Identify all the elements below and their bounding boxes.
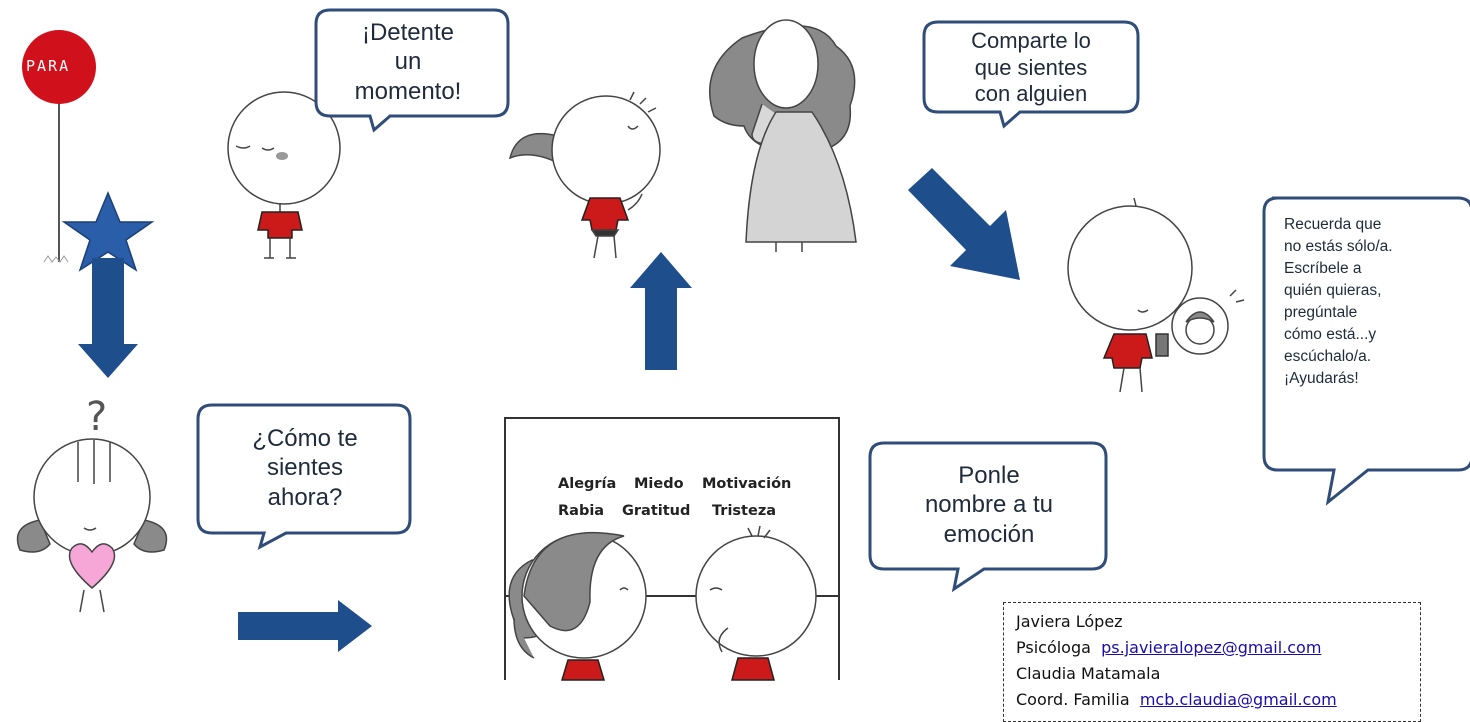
boy-character-phone <box>1067 197 1245 393</box>
boy-character-stop <box>227 91 341 259</box>
bubble-remember-text: Recuerda que no estás sólo/a. Escríbele … <box>1284 216 1393 387</box>
contact-name-1: Javiera López <box>1016 612 1123 631</box>
stop-sign-label: PARA <box>26 57 71 75</box>
contact-line-1: Psicóloga ps.javieralopez@gmail.com <box>1016 635 1408 661</box>
bubble-how: ¿Cómo te sientes ahora? <box>202 408 408 528</box>
contact-name-2: Claudia Matamala <box>1016 664 1161 683</box>
contact-line-2: Coord. Familia mcb.claudia@gmail.com <box>1016 687 1408 713</box>
star-icon <box>61 191 155 272</box>
right-arrow-icon <box>238 600 372 652</box>
illustration <box>16 8 1470 681</box>
bubble-name-text: Ponle nombre a tu emoción <box>924 462 1054 548</box>
bubble-shapes <box>196 8 1470 593</box>
bubble-stop-text: ¡Detente un momento! <box>354 19 462 105</box>
woman-character-share <box>709 19 857 252</box>
girl-character-board <box>508 531 647 681</box>
emotion-word: Rabia <box>558 503 605 519</box>
emotion-word: Gratitud <box>622 503 691 519</box>
bubble-remember: Recuerda que no estás sólo/a. Escríbele … <box>1284 214 1464 434</box>
question-mark: ? <box>86 394 108 440</box>
bubble-share-text: Comparte lo que sientes con alguien <box>971 27 1091 107</box>
emotion-word: Motivación <box>702 476 792 492</box>
contact-role-2: Coord. Familia <box>1016 690 1130 709</box>
girl-character-heart <box>16 438 168 613</box>
stop-sign <box>22 30 96 263</box>
contact-role-1: Psicóloga <box>1016 638 1091 657</box>
emotion-word: Miedo <box>634 476 684 492</box>
up-arrow-icon <box>630 252 692 370</box>
contact-box: Javiera López Psicóloga ps.javieralopez@… <box>1003 602 1421 722</box>
bubble-stop: ¡Detente un momento! <box>320 12 496 112</box>
boy-character-board <box>695 525 817 681</box>
contact-email-link-2[interactable]: mcb.claudia@gmail.com <box>1139 690 1337 709</box>
bubble-share: Comparte lo que sientes con alguien <box>928 24 1134 112</box>
down-arrow-icon <box>78 258 138 378</box>
bubble-how-text: ¿Cómo te sientes ahora? <box>252 425 358 511</box>
emotion-word: Alegría <box>558 476 617 492</box>
emotion-word: Tristeza <box>712 503 777 519</box>
down-right-arrow-icon <box>908 168 1020 280</box>
contact-email-link-1[interactable]: ps.javieralopez@gmail.com <box>1101 638 1322 657</box>
bubble-name: Ponle nombre a tu emoción <box>874 446 1104 564</box>
girl-character-share <box>508 91 661 259</box>
